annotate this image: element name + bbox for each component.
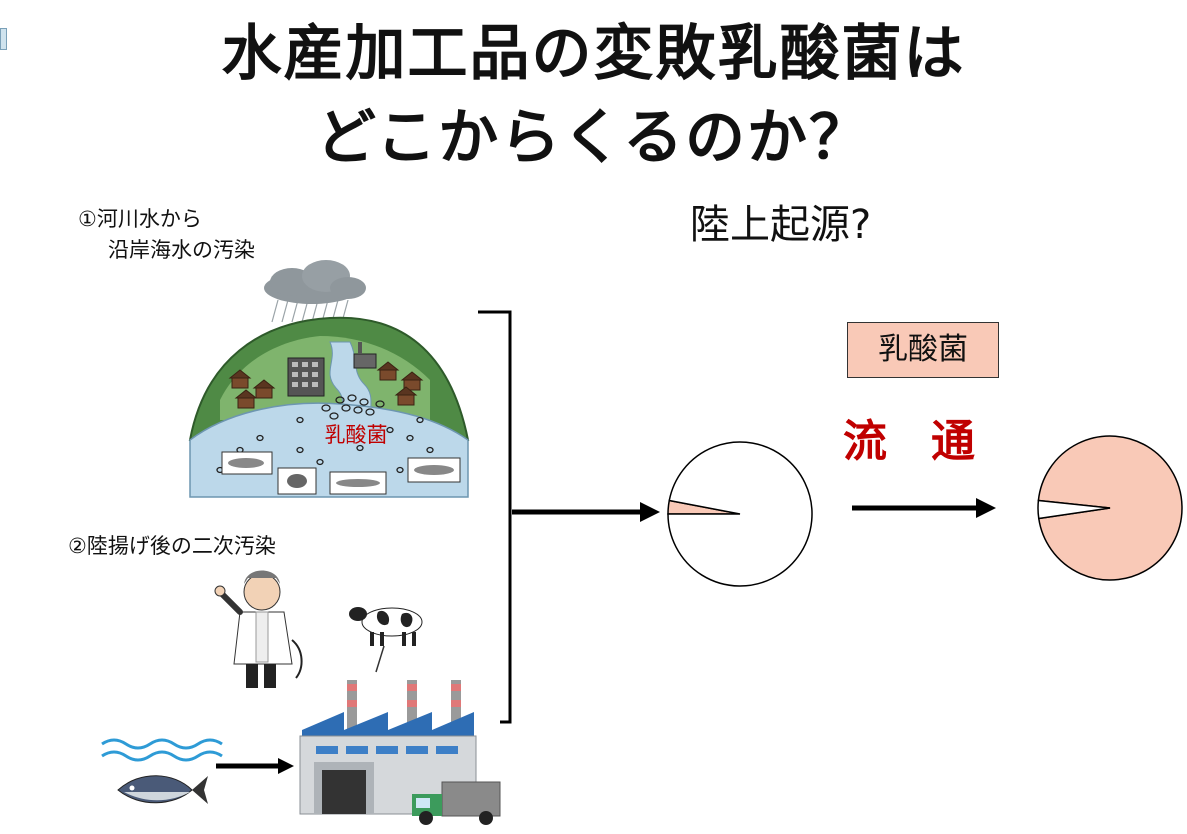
fish-icon xyxy=(117,775,208,804)
bracket xyxy=(478,310,512,724)
coastal-scene: 乳酸菌 xyxy=(188,260,470,498)
pie-chart-after xyxy=(1037,435,1183,581)
scientist-icon xyxy=(214,570,303,688)
wave-icon xyxy=(101,738,223,762)
arrow-icon xyxy=(512,502,660,522)
factory-chimneys xyxy=(347,680,461,730)
sea-creatures xyxy=(221,451,461,495)
page-title-line1: 水産加工品の変敗乳酸菌は xyxy=(221,19,966,89)
subtitle: 陸上起源? xyxy=(690,202,872,248)
pie2-slice-0 xyxy=(1037,435,1183,581)
bacteria-dots xyxy=(216,394,434,474)
pie2-slice-1 xyxy=(1037,499,1111,520)
factory-icon xyxy=(299,680,477,815)
apartment-building-icon xyxy=(287,357,325,397)
pie1-slice-1 xyxy=(667,441,813,587)
rain-cloud-icon xyxy=(264,260,366,323)
source2-label: ②陸揚げ後の二次汚染 xyxy=(68,534,276,558)
scene-lab-label: 乳酸菌 xyxy=(325,423,388,447)
fish-to-factory-arrow xyxy=(216,758,294,774)
truck-icon xyxy=(412,781,501,825)
source1-label-line1: ①河川水から xyxy=(78,207,202,231)
page-title-line2: どこからくるのか？ xyxy=(316,103,871,173)
houses xyxy=(228,361,424,409)
distribution-label: 流通 xyxy=(843,416,1019,467)
source1-label-line2: 沿岸海水の汚染 xyxy=(108,238,255,262)
corner-marker xyxy=(0,28,7,50)
pie-chart-before xyxy=(667,441,813,587)
lactic-acid-bacteria-box: 乳酸菌 xyxy=(847,322,999,378)
distribution-arrow xyxy=(852,498,996,518)
hill-factory-icon xyxy=(353,342,377,369)
cow-icon xyxy=(349,607,423,673)
